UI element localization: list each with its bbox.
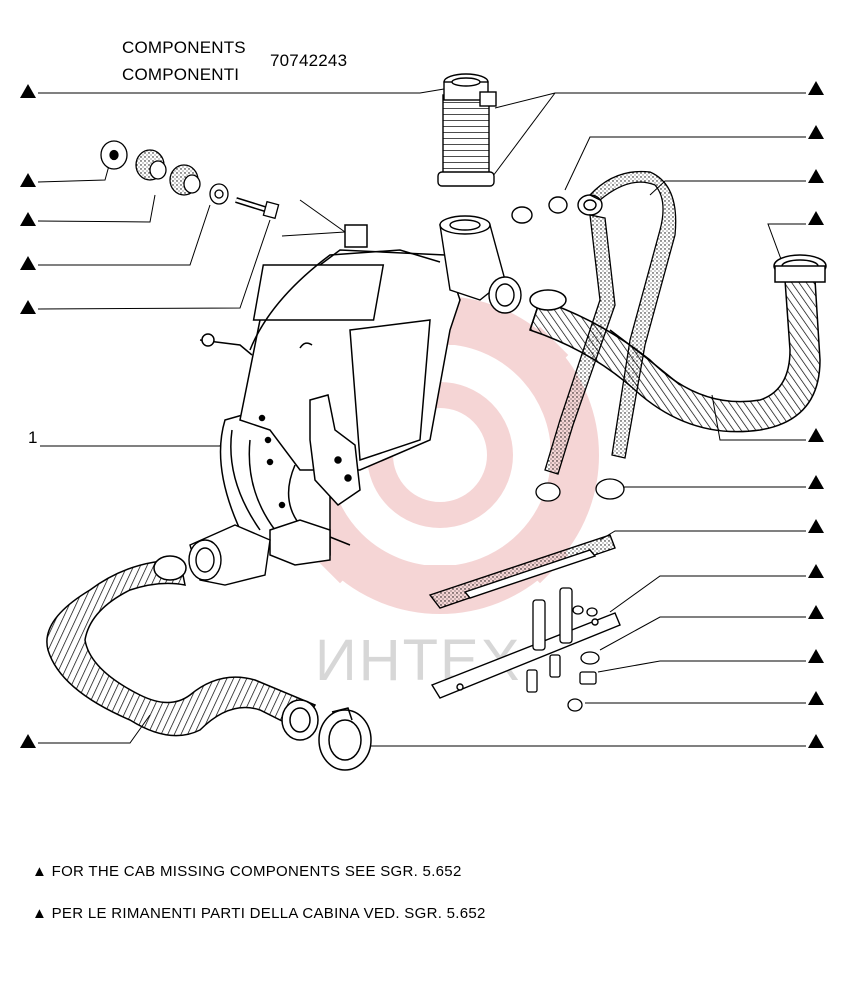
grommet-and-bolt-set (100, 140, 280, 220)
header-title-english: COMPONENTS (122, 38, 246, 57)
header-title-italian: COMPONENTI (122, 65, 240, 84)
watermark-text: ИНТЕХ (315, 628, 521, 693)
note-italian: ▲ PER LE RIMANENTI PARTI DELLA CABINA VE… (32, 905, 486, 922)
triangle-markers-right (808, 81, 824, 748)
heater-unit-1 (199, 224, 461, 566)
triangle-markers-left (20, 84, 36, 748)
large-intake-hose-left (46, 555, 372, 771)
gasket-and-plate (428, 534, 621, 699)
elbow-connector (188, 524, 271, 586)
large-return-hose-right (529, 254, 827, 433)
note-english: ▲ FOR THE CAB MISSING COMPONENTS SEE SGR… (32, 863, 462, 880)
part-number: 70742243 (270, 51, 348, 70)
upper-intake-hose (437, 73, 497, 187)
small-clamps (511, 194, 603, 224)
callout-heater-unit: 1 (28, 428, 38, 447)
manifold-tee (439, 215, 522, 314)
studs-nuts-washers (526, 478, 625, 712)
